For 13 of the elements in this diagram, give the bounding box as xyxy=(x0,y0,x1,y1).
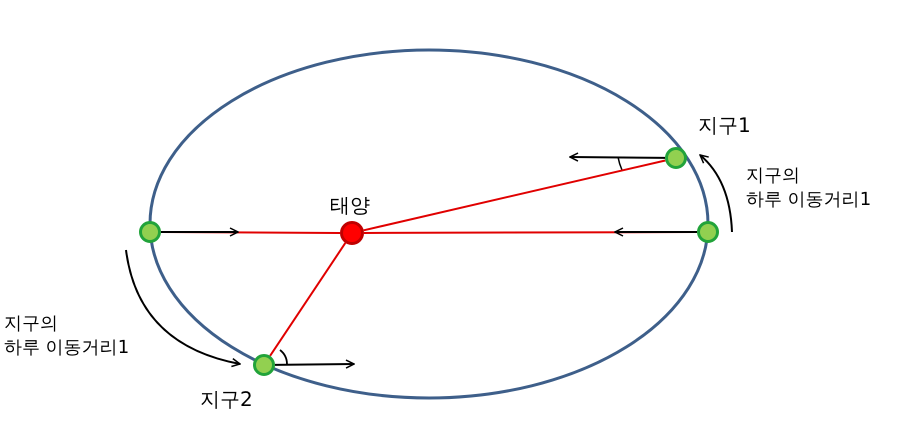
connecting-line xyxy=(269,242,346,356)
curved-arrow xyxy=(699,154,733,232)
velocity-arrow xyxy=(569,152,666,162)
edge-label: 지구의 하루 이동거리1 xyxy=(746,164,872,212)
node-label: 지구1 xyxy=(698,112,751,139)
velocity-arrow xyxy=(614,227,697,237)
edge-label: 지구의 하루 이동거리1 xyxy=(4,312,130,360)
velocity-arrow xyxy=(161,227,239,237)
node-label: 지구2 xyxy=(200,386,253,413)
connecting-line xyxy=(363,160,666,232)
velocity-arrow xyxy=(274,359,355,369)
node-label: 태양 xyxy=(330,192,370,219)
curved-arrow xyxy=(125,250,241,367)
